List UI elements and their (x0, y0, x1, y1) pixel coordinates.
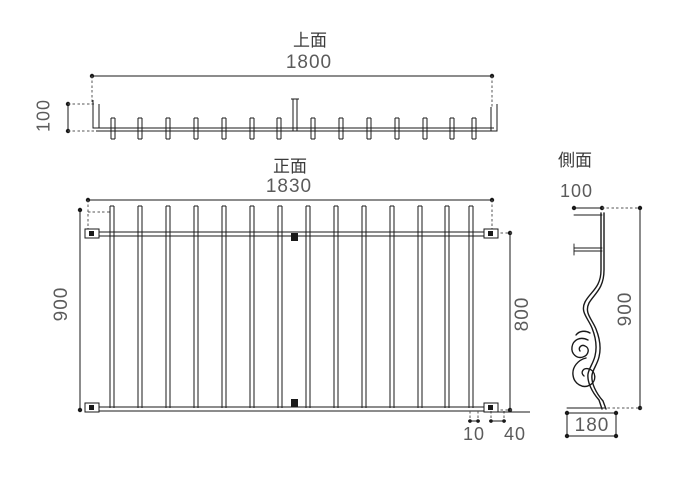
side-view-height-value-wrap: 900 (608, 290, 648, 340)
front-view-inner-height-value: 800 (512, 296, 533, 332)
side-view-scroll-ornament (571, 330, 596, 388)
side-view-top-dimension (571, 205, 643, 211)
front-view-joints (84, 228, 499, 413)
front-view-end-offset-value: 10 (462, 424, 486, 444)
side-view-base-dimension (564, 410, 619, 439)
front-view-bars (109, 205, 474, 408)
side-view-base-depth-value: 180 (574, 415, 610, 436)
front-view-group (77, 197, 530, 424)
top-view-depth-value: 100 (33, 98, 54, 133)
side-view-group (564, 205, 643, 439)
top-view-width-value: 1800 (285, 52, 333, 73)
top-view-width-dimension (89, 73, 495, 108)
top-view-title: 上面 (293, 31, 327, 51)
top-view-group (65, 73, 498, 140)
side-view-top-depth-value: 100 (560, 181, 594, 201)
side-view-height-value: 900 (615, 291, 636, 327)
side-view-title: 側面 (558, 151, 592, 171)
top-view-bars (110, 117, 477, 140)
top-view-depth-value-wrap: 100 (24, 99, 64, 139)
front-view-width-dimension (85, 197, 495, 232)
front-view-height-value-wrap: 900 (44, 285, 84, 335)
front-view-end-dimensions (468, 411, 530, 424)
front-view-inner-height-value-wrap: 800 (505, 295, 545, 345)
front-view-width-value: 1830 (265, 176, 313, 197)
front-view-height-value: 900 (51, 286, 72, 322)
front-view-end-margin-value: 40 (503, 424, 527, 444)
top-view-depth-dimension (65, 101, 94, 134)
front-view-title: 正面 (273, 157, 307, 177)
front-view-inner-height-dimension (496, 230, 513, 413)
side-view-height-dimension (603, 208, 643, 411)
top-view-center-post (291, 98, 299, 131)
front-view-height-dimension (77, 207, 83, 413)
